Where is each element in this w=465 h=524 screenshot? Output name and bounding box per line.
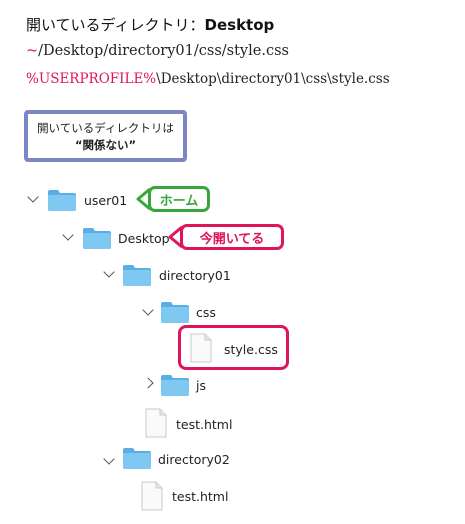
folder-icon [160, 373, 190, 397]
folder-icon [82, 226, 112, 250]
chevron-down-icon[interactable] [142, 304, 154, 316]
folder-icon [122, 446, 152, 470]
windows-path-rest: \Desktop\directory01\css\style.css [156, 71, 390, 87]
tree-item-test-html[interactable]: test.html [172, 489, 229, 504]
folder-icon [160, 300, 190, 324]
unix-path-rest: /Desktop/directory01/css/style.css [38, 43, 289, 59]
unix-path-prefix: ~ [26, 43, 39, 59]
folder-icon [47, 188, 77, 212]
file-icon [141, 481, 163, 511]
tree-item-directory01[interactable]: directory01 [159, 268, 231, 283]
chevron-down-icon[interactable] [62, 229, 74, 241]
note-line-1: 開いているディレクトリは [37, 121, 174, 135]
open-callout-pointer [168, 225, 183, 249]
file-icon [145, 408, 167, 438]
title-prefix: 開いているディレクトリ： [26, 16, 205, 34]
windows-path: %USERPROFILE%\Desktop\directory01\css\st… [26, 71, 390, 87]
current-file-highlight [178, 325, 289, 370]
tree-item-desktop[interactable]: Desktop [118, 231, 170, 246]
windows-path-prefix: %USERPROFILE% [26, 71, 157, 87]
page-title: 開いているディレクトリ：Desktop [26, 14, 274, 35]
chevron-down-icon[interactable] [103, 453, 115, 465]
tree-item-css[interactable]: css [196, 305, 216, 320]
open-now-callout: 今開いてる [180, 224, 284, 250]
file-icon [190, 333, 212, 363]
home-callout: ホーム [148, 186, 210, 212]
chevron-right-icon[interactable] [142, 377, 154, 389]
tree-item-js[interactable]: js [196, 378, 206, 393]
folder-icon [122, 263, 152, 287]
home-callout-pointer [136, 187, 151, 211]
tree-item-test-html[interactable]: test.html [176, 417, 233, 432]
note-line-2: “関係ない” [74, 138, 137, 152]
unix-path: ~/Desktop/directory01/css/style.css [26, 43, 289, 59]
chevron-down-icon[interactable] [27, 191, 39, 203]
tree-item-user01[interactable]: user01 [84, 193, 128, 208]
note-box: 開いているディレクトリは “関係ない” [24, 110, 187, 162]
chevron-down-icon[interactable] [103, 266, 115, 278]
tree-item-style-css[interactable]: style.css [224, 342, 278, 357]
title-dir: Desktop [204, 16, 275, 34]
tree-item-directory02[interactable]: directory02 [158, 452, 230, 467]
